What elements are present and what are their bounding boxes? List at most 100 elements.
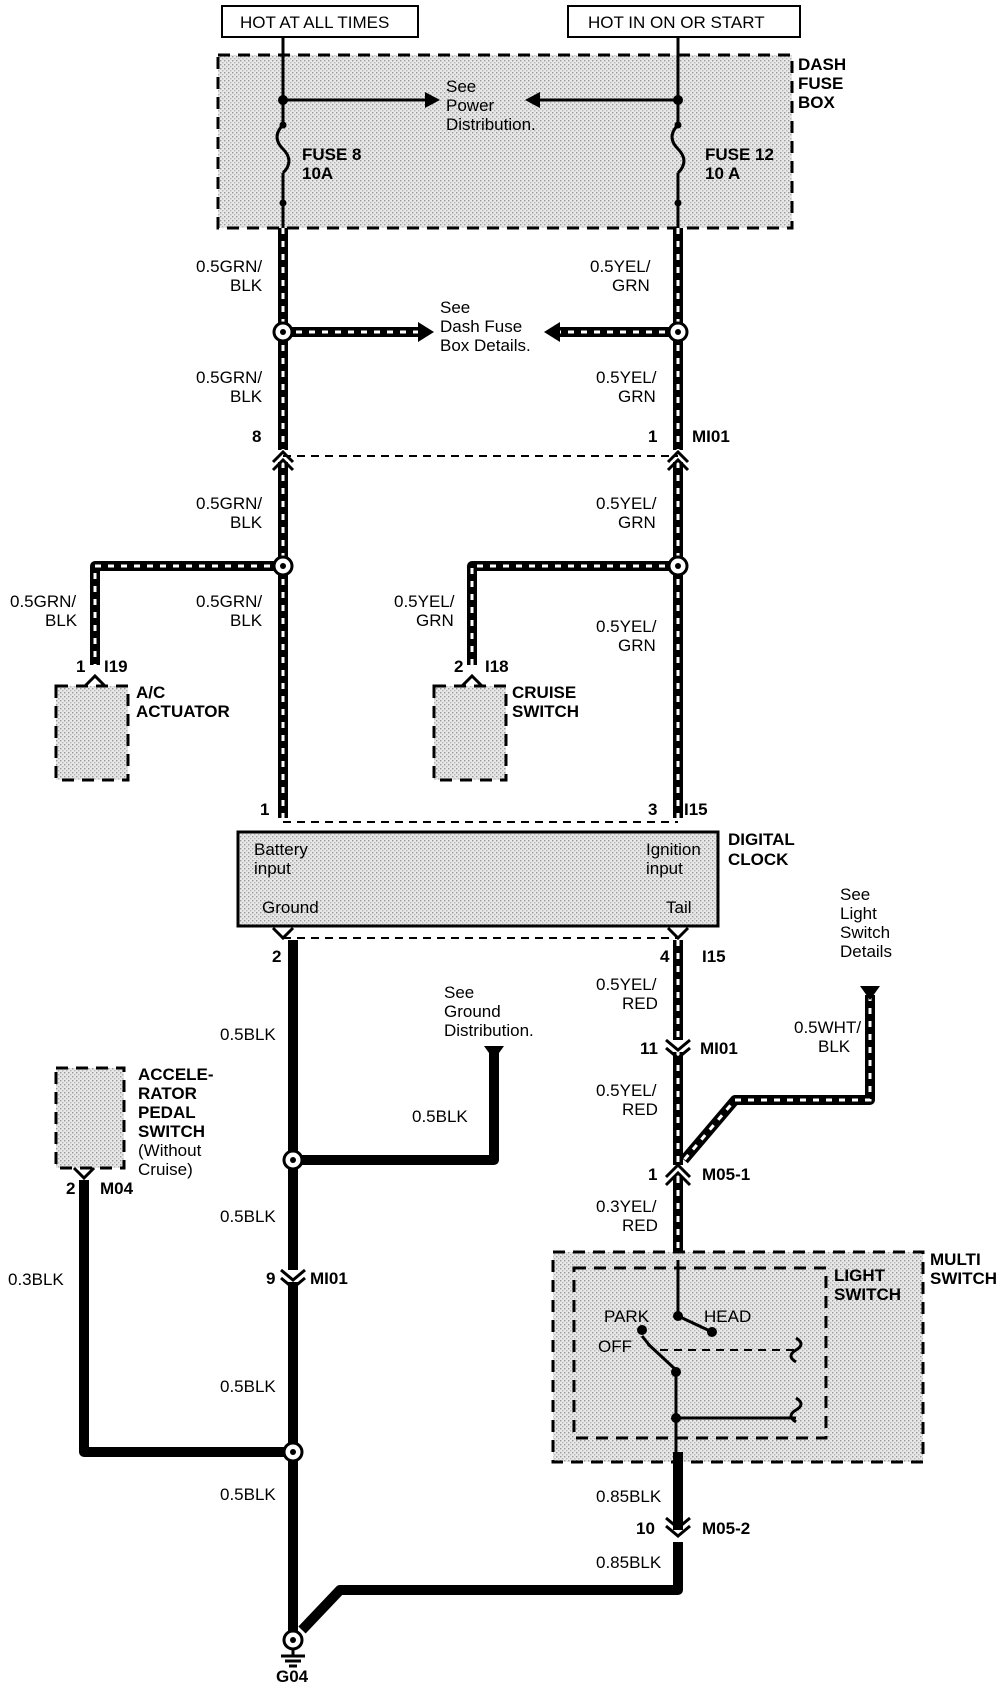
clock-battery-1: Battery bbox=[254, 840, 308, 859]
dash-fuse-box-label-3: BOX bbox=[798, 93, 836, 112]
wire-label-blk085-1: 0.85BLK bbox=[596, 1487, 662, 1506]
wire-label-grn-2b: GRN bbox=[618, 387, 656, 406]
g04-ground-node-center bbox=[290, 1637, 296, 1643]
wire-label-yel-1a: 0.5YEL/ bbox=[590, 257, 651, 276]
fuse-12-label: FUSE 12 bbox=[705, 145, 774, 164]
m05-2-label: M05-2 bbox=[702, 1519, 750, 1538]
multi-switch-label-1: MULTI bbox=[930, 1250, 981, 1269]
i18-pin-2: 2 bbox=[454, 657, 463, 676]
wire-label-blk05-5: 0.5BLK bbox=[220, 1485, 276, 1504]
power-dist-right-arrow bbox=[525, 92, 540, 108]
wire-label-blk-5b: BLK bbox=[45, 611, 78, 630]
m05-1-symbol bbox=[664, 1162, 692, 1187]
dash-fuse-box-label-2: FUSE bbox=[798, 74, 843, 93]
i18-label: I18 bbox=[485, 657, 509, 676]
hot-at-all-times-box bbox=[221, 5, 419, 38]
mi01-pin1-symbol bbox=[666, 449, 690, 472]
wire-label-blk05-2: 0.5BLK bbox=[412, 1107, 468, 1126]
hot-in-on-or-start-label: HOT IN ON OR START bbox=[588, 13, 765, 32]
dash-details-left-arrow bbox=[418, 322, 434, 342]
i15-upper-label: I15 bbox=[684, 800, 708, 819]
power-dist-power: Power bbox=[446, 96, 495, 115]
wire-label-red-1b: RED bbox=[622, 994, 658, 1013]
cruise-switch-label-1: CRUISE bbox=[512, 683, 576, 702]
accel-label-6: Cruise) bbox=[138, 1160, 193, 1179]
m04-label: M04 bbox=[100, 1179, 134, 1198]
hot-in-on-or-start-box bbox=[567, 5, 801, 38]
digital-clock-label-2: CLOCK bbox=[728, 850, 789, 869]
light-switch-box bbox=[572, 1266, 828, 1440]
mi01-pin-9: 9 bbox=[266, 1269, 275, 1288]
ac-actuator-label-2: ACTUATOR bbox=[136, 702, 230, 721]
digital-clock-label-1: DIGITAL bbox=[728, 830, 795, 849]
accel-label-5: (Without bbox=[138, 1141, 202, 1160]
wire-label-blk-wht-b: BLK bbox=[818, 1037, 851, 1056]
i18-connector-symbol bbox=[460, 673, 484, 688]
clock-ground: Ground bbox=[262, 898, 319, 917]
fuse-8-symbol bbox=[275, 123, 291, 175]
i15-lower-label: I15 bbox=[702, 947, 726, 966]
clock-pin-2: 2 bbox=[272, 947, 281, 966]
dash-fuse-box bbox=[216, 53, 794, 230]
switch-head: HEAD bbox=[704, 1307, 751, 1326]
mi01-upper-label: MI01 bbox=[692, 427, 730, 446]
accel-label-3: PEDAL bbox=[138, 1103, 196, 1122]
grn-splice-upper-center bbox=[280, 329, 286, 335]
clock-pin-4: 4 bbox=[660, 947, 670, 966]
ground-dist-see: See bbox=[444, 983, 474, 1002]
power-dist-see: See bbox=[446, 77, 476, 96]
wire-label-red-3b: RED bbox=[622, 1216, 658, 1235]
clock-pin4-symbol bbox=[666, 926, 690, 941]
wire-label-blk-4b: BLK bbox=[230, 611, 263, 630]
wire-label-yel03-a: 0.3YEL/ bbox=[596, 1197, 657, 1216]
blk-splice-lower-center bbox=[290, 1449, 296, 1455]
digital-clock-box bbox=[236, 830, 720, 928]
mi01-pin9-symbol bbox=[280, 1268, 306, 1290]
wire-label-grn-2a: 0.5GRN/ bbox=[196, 368, 262, 387]
light-details-see: See bbox=[840, 885, 870, 904]
yel-red-wires bbox=[673, 940, 875, 1260]
wire-label-grn-5b: GRN bbox=[618, 636, 656, 655]
fuse-12-symbol bbox=[670, 123, 686, 175]
clock-pin-3: 3 bbox=[648, 800, 657, 819]
m05-1-label: M05-1 bbox=[702, 1165, 750, 1184]
light-switch-label-1: LIGHT bbox=[834, 1266, 886, 1285]
ground-dist-arrow bbox=[484, 1046, 504, 1060]
accel-label-4: SWITCH bbox=[138, 1122, 205, 1141]
light-details-light: Light bbox=[840, 904, 877, 923]
clock-battery-2: input bbox=[254, 859, 291, 878]
blk-splice-upper-center bbox=[290, 1157, 296, 1163]
i19-pin-1: 1 bbox=[76, 657, 85, 676]
light-switch-label-2: SWITCH bbox=[834, 1285, 901, 1304]
fuse-8-label: FUSE 8 bbox=[302, 145, 362, 164]
wire-label-blk085-2: 0.85BLK bbox=[596, 1553, 662, 1572]
wire-label-blk05-4: 0.5BLK bbox=[220, 1377, 276, 1396]
wire-label-yel-2a: 0.5YEL/ bbox=[596, 368, 657, 387]
ac-actuator-box bbox=[54, 684, 130, 782]
fuse-8-top-dot bbox=[279, 121, 287, 129]
clock-ignition-1: Ignition bbox=[646, 840, 701, 859]
m05-2-symbol bbox=[665, 1516, 691, 1538]
wire-label-blk03: 0.3BLK bbox=[8, 1270, 64, 1289]
mi01-pin-8: 8 bbox=[252, 427, 261, 446]
cruise-switch-label-2: SWITCH bbox=[512, 702, 579, 721]
wire-label-red-2b: RED bbox=[622, 1100, 658, 1119]
switch-park: PARK bbox=[604, 1307, 650, 1326]
power-dist-left-arrow bbox=[425, 92, 440, 108]
mi01-right-label: MI01 bbox=[700, 1039, 738, 1058]
i19-label: I19 bbox=[104, 657, 128, 676]
clock-pin2-symbol bbox=[271, 926, 295, 941]
mi01-pin11-symbol bbox=[665, 1038, 691, 1060]
ground-dist-ground: Ground bbox=[444, 1002, 501, 1021]
light-switch-contacts bbox=[637, 1260, 803, 1452]
fuse-8-bottom-dot bbox=[279, 199, 287, 207]
dash-details-dash-fuse: Dash Fuse bbox=[440, 317, 522, 336]
wire-label-yel-red-1a: 0.5YEL/ bbox=[596, 975, 657, 994]
wire-label-blk05-3: 0.5BLK bbox=[220, 1207, 276, 1226]
fuse-12-rating: 10 A bbox=[705, 164, 740, 183]
fuse-12-top-dot bbox=[674, 121, 682, 129]
dash-details-box-details: Box Details. bbox=[440, 336, 531, 355]
wire-label-blk-3b: BLK bbox=[230, 513, 263, 532]
yel-splice-lower-center bbox=[675, 563, 681, 569]
wire-label-grn-4a: 0.5GRN/ bbox=[196, 592, 262, 611]
